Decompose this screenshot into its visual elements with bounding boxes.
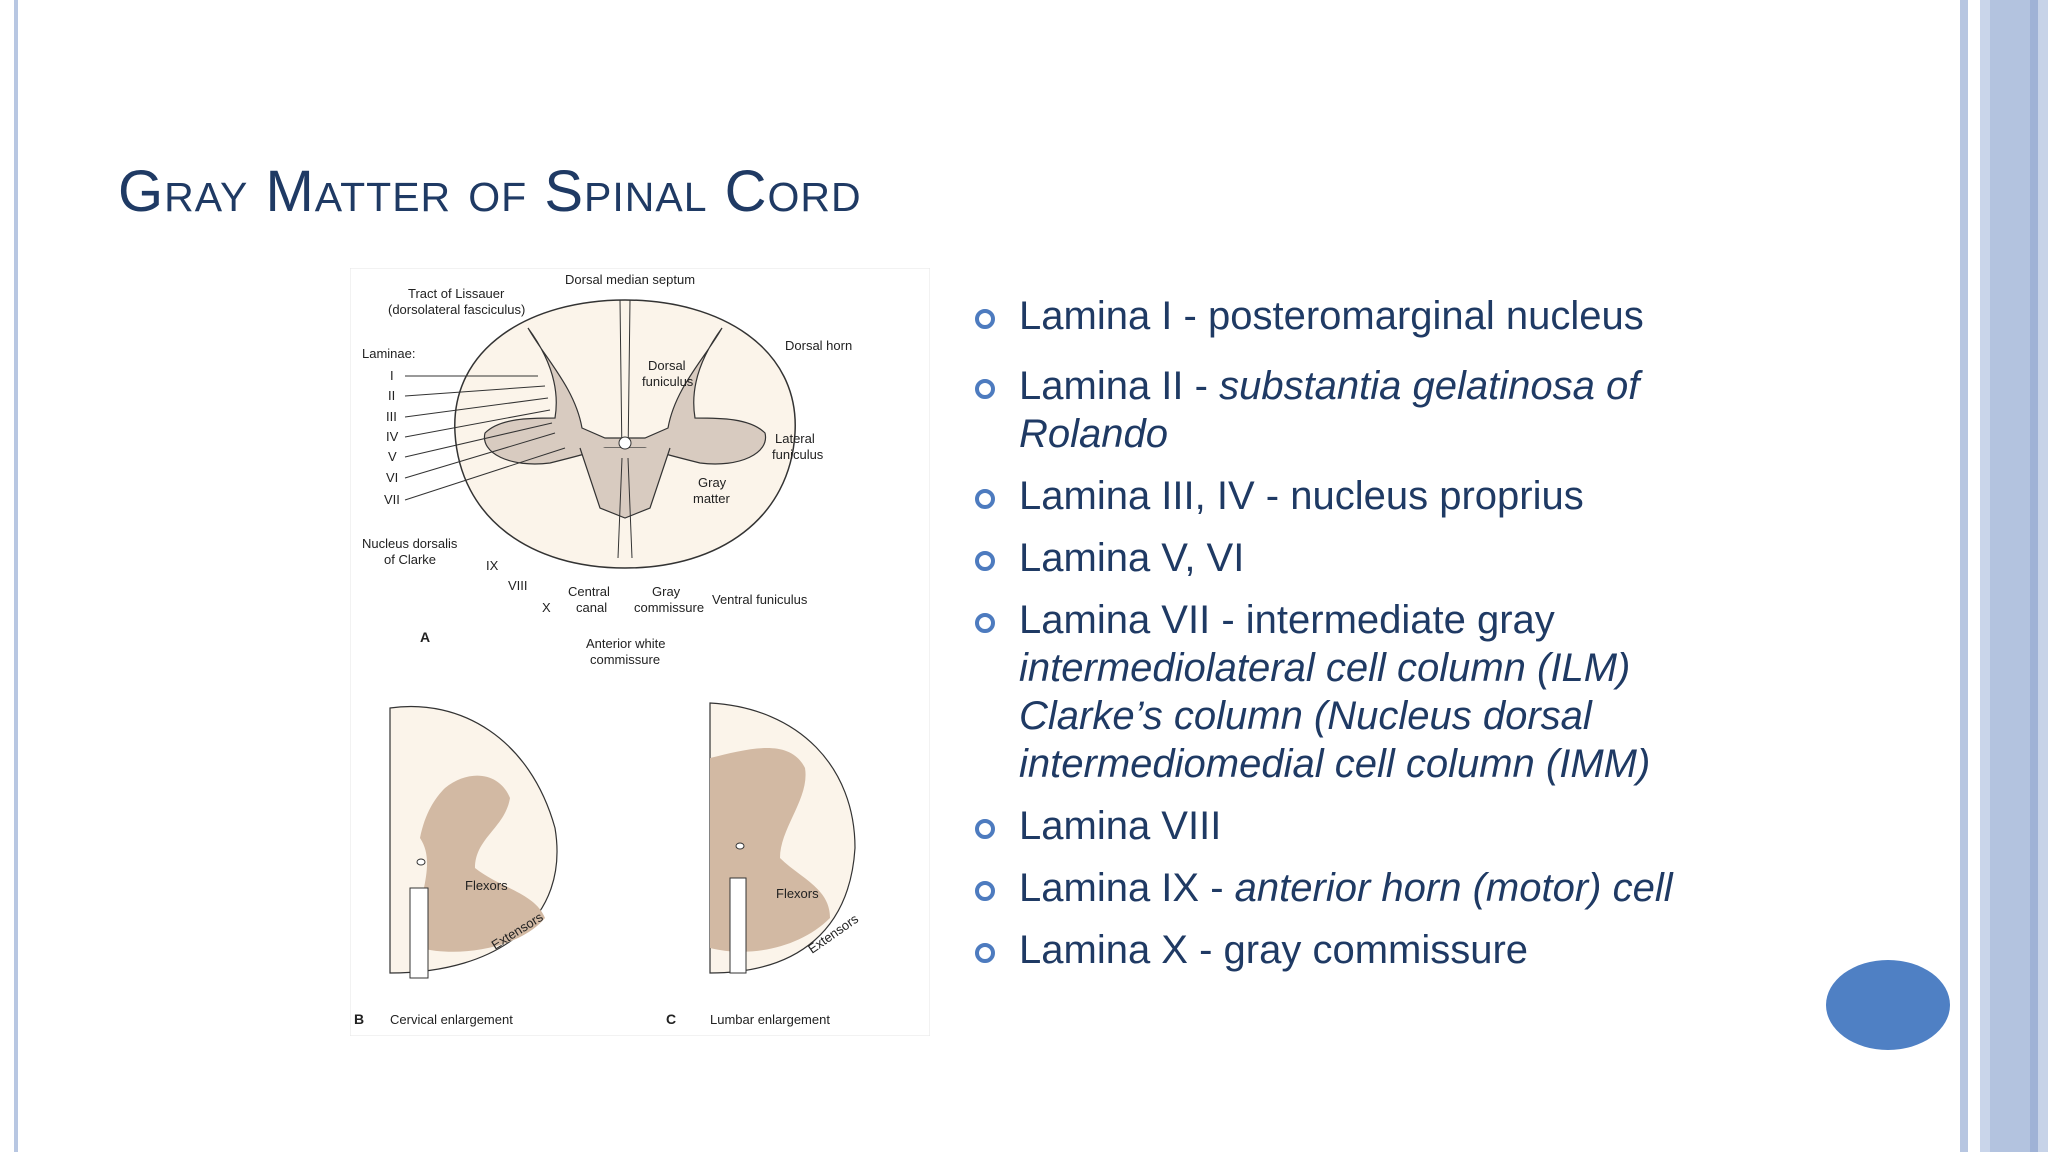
bullet-lamina-3-4: Lamina III, IV - nucleus proprius [975, 472, 1735, 520]
decorative-circle [1826, 960, 1950, 1050]
bullet-icon [975, 551, 995, 571]
fig-label: funiculus [642, 374, 694, 389]
bullet-lamina-7: Lamina VII - intermediate gray intermedi… [975, 596, 1735, 788]
fig-label: Lumbar enlargement [710, 1012, 830, 1027]
bullet-icon [975, 613, 995, 633]
fig-label: Tract of Lissauer [408, 286, 505, 301]
fig-label: VI [386, 470, 398, 485]
fig-label: Cervical enlargement [390, 1012, 513, 1027]
bullet-icon [975, 943, 995, 963]
fig-label: of Clarke [384, 552, 436, 567]
fig-label: I [390, 368, 394, 383]
bullet-lamina-5-6: Lamina V, VI [975, 534, 1735, 582]
bullet-lamina-9: Lamina IX - anterior horn (motor) cell [975, 864, 1735, 912]
bullet-lamina-2: Lamina II - substantia gelatinosa of Rol… [975, 362, 1735, 458]
fig-label: Nucleus dorsalis [362, 536, 458, 551]
bullet-icon [975, 309, 995, 329]
sub-item: intermediomedial cell column (IMM) [1019, 742, 1651, 786]
fig-label: Dorsal horn [785, 338, 852, 353]
slide-title: Gray Matter of Spinal Cord [118, 159, 862, 224]
fig-label: Dorsal [648, 358, 686, 373]
fig-label: Flexors [465, 878, 508, 893]
fig-label: (dorsolateral fasciculus) [388, 302, 525, 317]
fig-label: IV [386, 429, 399, 444]
fig-label: commissure [634, 600, 704, 615]
fig-label: Gray [698, 475, 727, 490]
bullet-icon [975, 819, 995, 839]
bullet-icon [975, 881, 995, 901]
fig-label: Gray [652, 584, 681, 599]
bullet-lamina-8: Lamina VIII [975, 802, 1735, 850]
fig-label: Lateral [775, 431, 815, 446]
fig-label: Ventral funiculus [712, 592, 808, 607]
fig-label: funiculus [772, 447, 824, 462]
fig-label: canal [576, 600, 607, 615]
fig-label: Flexors [776, 886, 819, 901]
fig-label: IX [486, 558, 499, 573]
fig-label: X [542, 600, 551, 615]
sub-item: Clarke’s column (Nucleus dorsal [1019, 694, 1592, 738]
fig-label: commissure [590, 652, 660, 667]
fig-label: Anterior white [586, 636, 665, 651]
bullet-icon [975, 489, 995, 509]
fig-label: VII [384, 492, 400, 507]
spinal-cord-figure: Dorsal median septum Tract of Lissauer (… [350, 268, 930, 1036]
bullet-icon [975, 379, 995, 399]
fig-label: Dorsal median septum [565, 272, 695, 287]
fig-label: III [386, 409, 397, 424]
fig-label: matter [693, 491, 731, 506]
fig-label: Laminae: [362, 346, 415, 361]
bullet-list: Lamina I - posteromarginal nucleus Lamin… [975, 292, 1735, 974]
right-decoration [1960, 0, 2048, 1152]
bullet-lamina-10: Lamina X - gray commissure [975, 926, 1735, 974]
fig-label: Central [568, 584, 610, 599]
fig-label: VIII [508, 578, 528, 593]
bullet-lamina-1: Lamina I - posteromarginal nucleus [975, 292, 1735, 340]
fig-label: B [354, 1011, 364, 1027]
fig-label: II [388, 388, 395, 403]
left-border [0, 0, 18, 1152]
sub-item: intermediolateral cell column (ILM) [1019, 646, 1631, 690]
fig-label: C [666, 1011, 676, 1027]
fig-label: V [388, 449, 397, 464]
fig-label: A [420, 629, 430, 645]
